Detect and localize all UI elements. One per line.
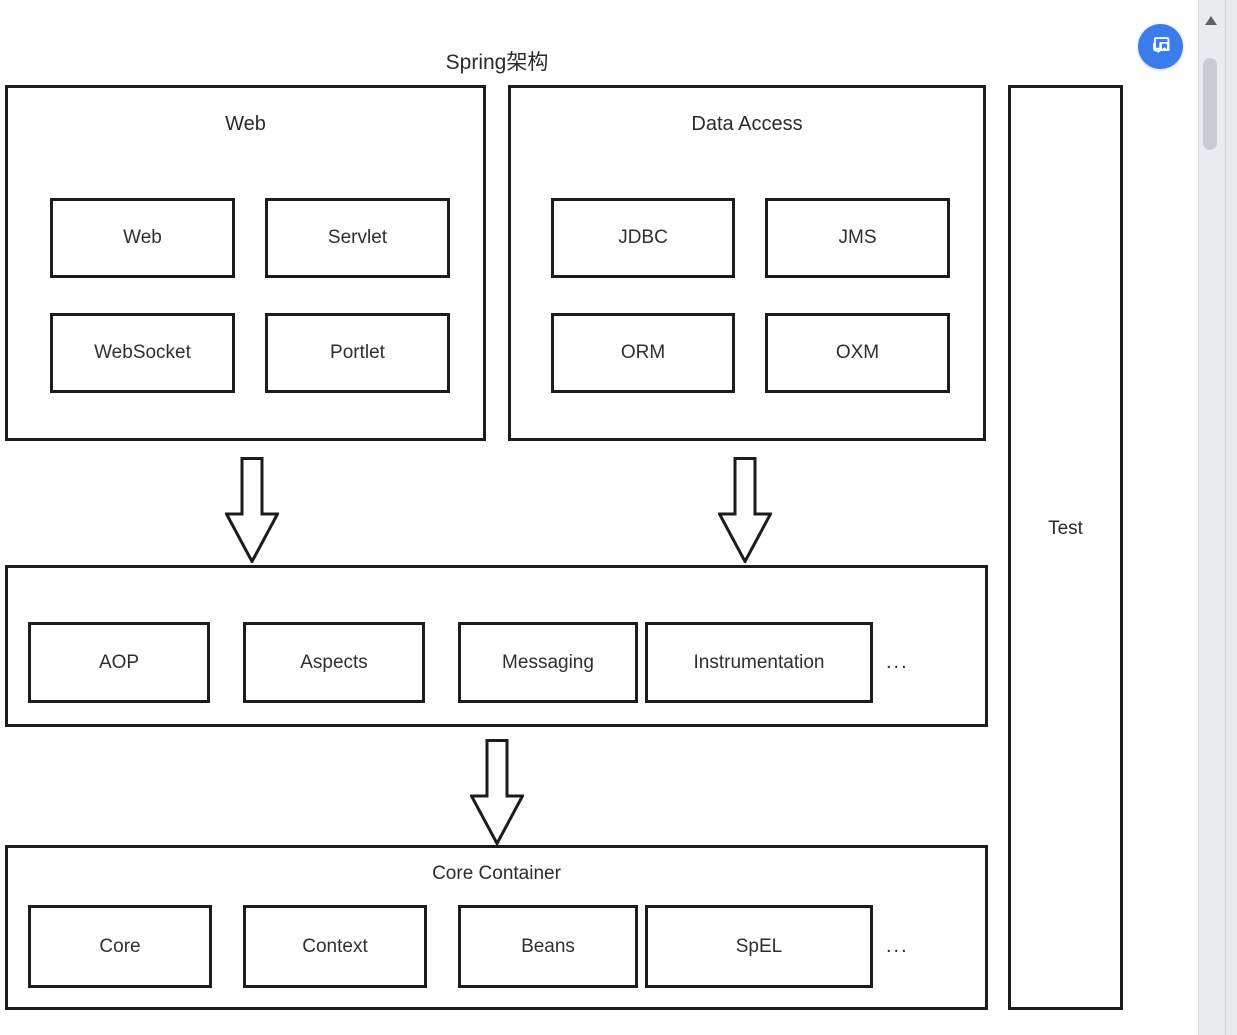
module-box-spel: SpEL [645,905,873,988]
core-ellipsis: ... [886,935,909,957]
scrollbar-divider [1225,0,1226,1035]
image-arrow-icon [1153,37,1170,54]
core-container-layer: Core Container Core Context Beans SpEL .… [5,845,988,1010]
scrollbar-track[interactable] [1198,0,1237,1035]
scroll-up-arrow-icon[interactable] [1205,16,1217,25]
module-box-instrumentation: Instrumentation [645,622,873,703]
down-arrow-web [225,457,279,563]
test-layer-title: Test [1048,518,1083,539]
down-arrow-data-access [718,457,772,563]
module-box-aop: AOP [28,622,210,703]
diagram-title: Spring架构 [445,51,549,74]
module-box-portlet: Portlet [265,313,450,393]
image-action-button[interactable] [1138,24,1183,69]
data-access-layer-title: Data Access [691,113,803,135]
module-box-beans: Beans [458,905,638,988]
middleware-ellipsis: ... [886,651,909,673]
web-layer-container: Web Web Servlet WebSocket Portlet [5,85,486,441]
module-box-jdbc: JDBC [551,198,735,278]
module-box-core: Core [28,905,212,988]
module-box-jms: JMS [765,198,950,278]
test-layer-container: Test [1008,85,1123,1010]
down-arrow-core [470,739,524,845]
core-container-title: Core Container [432,863,561,884]
scrollbar-thumb[interactable] [1203,58,1217,150]
data-access-layer-container: Data Access JDBC JMS ORM OXM [508,85,986,441]
module-box-messaging: Messaging [458,622,638,703]
middleware-layer-container: AOP Aspects Messaging Instrumentation ..… [5,565,988,727]
module-box-context: Context [243,905,427,988]
module-box-web: Web [50,198,235,278]
web-layer-title: Web [225,113,266,135]
module-box-orm: ORM [551,313,735,393]
module-box-oxm: OXM [765,313,950,393]
module-box-aspects: Aspects [243,622,425,703]
module-box-servlet: Servlet [265,198,450,278]
module-box-websocket: WebSocket [50,313,235,393]
